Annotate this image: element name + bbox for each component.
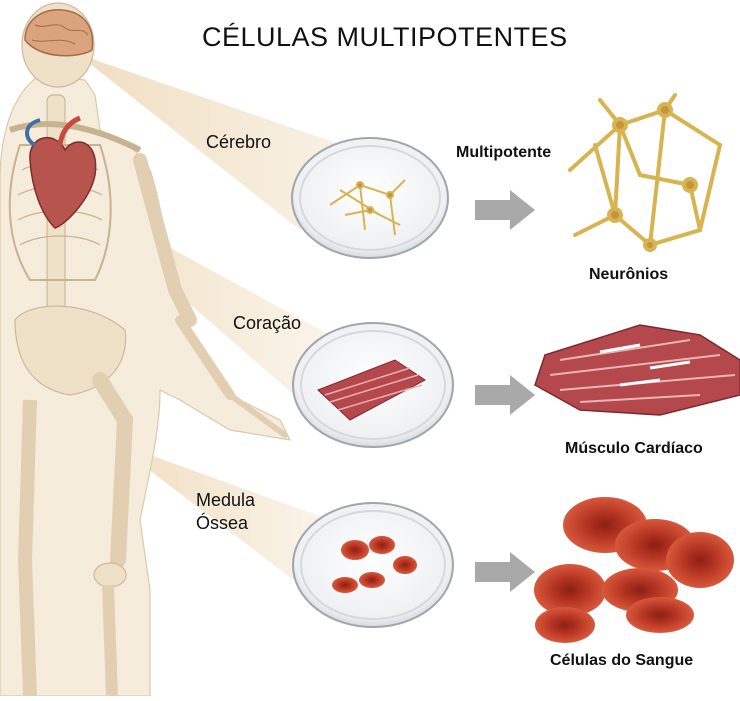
label-cardiac-muscle: Músculo Cardíaco bbox=[565, 440, 703, 458]
diagram-title: CÉLULAS MULTIPOTENTES bbox=[202, 22, 568, 53]
blood-cells bbox=[534, 497, 734, 643]
label-multipotent: Multipotente bbox=[456, 144, 551, 162]
label-heart: Coração bbox=[233, 313, 301, 334]
dish-brain bbox=[292, 138, 448, 258]
neuron-network bbox=[570, 95, 720, 250]
dish-bone-marrow bbox=[293, 503, 453, 627]
label-brain: Cérebro bbox=[206, 132, 271, 153]
arrow-2 bbox=[475, 375, 535, 415]
label-neurons: Neurônios bbox=[589, 266, 668, 284]
arrows bbox=[475, 190, 535, 592]
cardiac-muscle bbox=[535, 325, 740, 415]
label-bone-marrow-line2: Óssea bbox=[196, 513, 248, 534]
label-blood-cells: Células do Sangue bbox=[550, 652, 693, 670]
arrow-1 bbox=[475, 190, 535, 230]
arrow-3 bbox=[475, 552, 535, 592]
label-bone-marrow-line1: Medula bbox=[196, 490, 255, 511]
